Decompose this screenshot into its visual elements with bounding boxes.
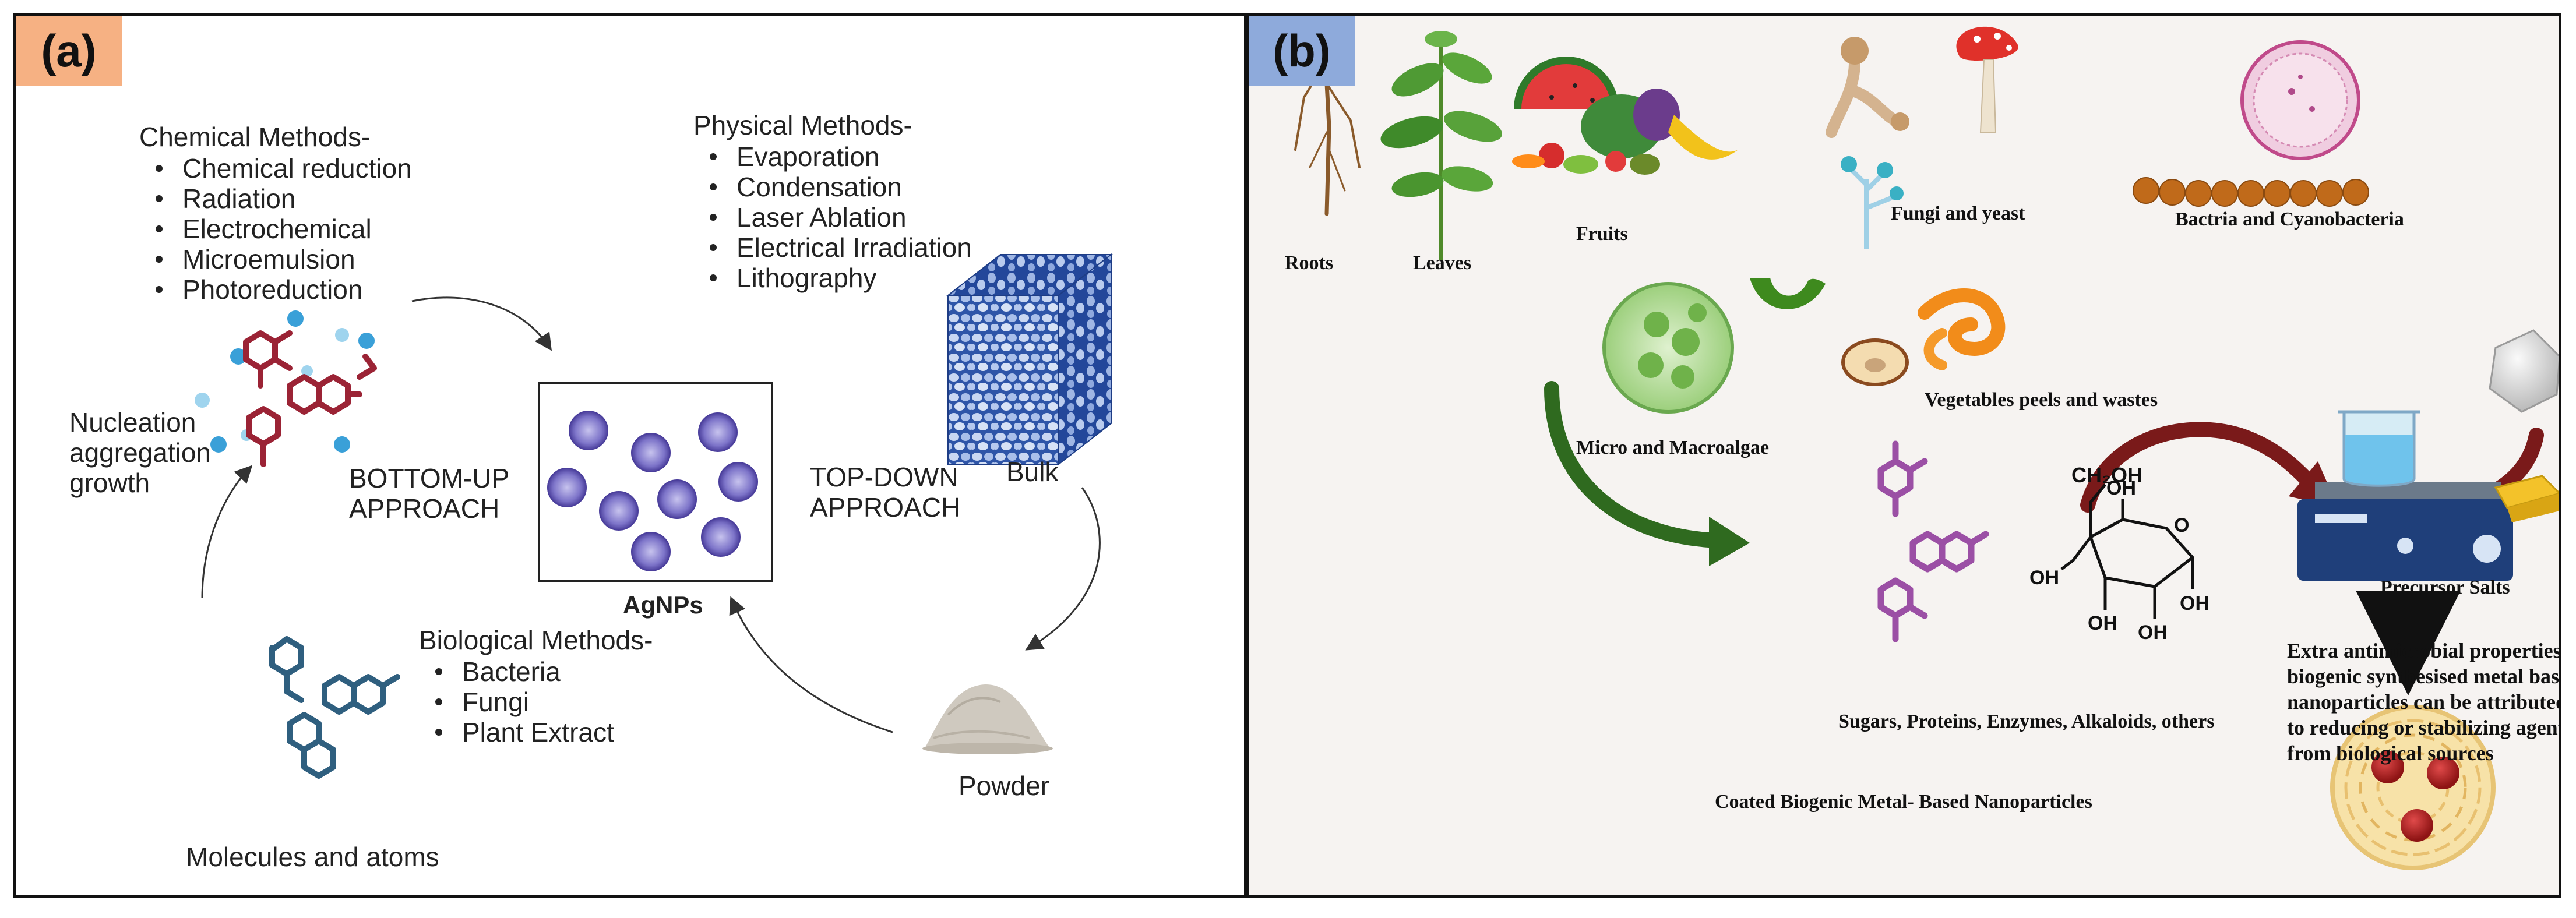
list-item: Fungi bbox=[419, 687, 614, 717]
extra-properties-note: Extra antimicrobial properties of biogen… bbox=[2287, 639, 2561, 765]
glucose-ch2oh: CH₂OH bbox=[2071, 463, 2142, 487]
glucose-structure bbox=[2060, 483, 2194, 619]
physical-methods-title: Physical Methods- bbox=[693, 110, 912, 140]
list-item: Microemulsion bbox=[139, 244, 412, 274]
nanoparticles bbox=[547, 411, 758, 571]
list-item: Photoreduction bbox=[139, 274, 412, 305]
list-item: Condensation bbox=[693, 172, 972, 202]
panel-b: (b) Roots Leaves Fruits Fungi and yeast … bbox=[1246, 13, 2561, 898]
agnps-label: AgNPs bbox=[623, 591, 703, 619]
glucose-oh-4: OH bbox=[2138, 622, 2168, 644]
list-item: Bacteria bbox=[419, 656, 614, 687]
arrow-powder-to-agnps bbox=[729, 596, 893, 733]
bottom-up-molecules bbox=[243, 330, 377, 467]
panel-a-graphics bbox=[195, 253, 1113, 779]
bottom-up-dots bbox=[195, 310, 375, 453]
glucose-oh-2: OH bbox=[2029, 567, 2059, 589]
nucleation-label: Nucleation aggregation growth bbox=[69, 407, 211, 498]
panel-a: (a) Chemical Methods- Chemical reduction… bbox=[13, 13, 1247, 898]
biological-molecules bbox=[269, 636, 400, 779]
list-item: Chemical reduction bbox=[139, 153, 412, 183]
vegetables-label: Vegetables peels and wastes bbox=[1925, 389, 2158, 411]
fruits-label: Fruits bbox=[1576, 223, 1628, 245]
chemical-methods-title: Chemical Methods- bbox=[139, 122, 371, 152]
sugars-label: Sugars, Proteins, Enzymes, Alkaloids, ot… bbox=[1838, 711, 2215, 732]
glucose-oh-5: OH bbox=[2180, 592, 2209, 615]
bacteria-illustration bbox=[2133, 40, 2369, 207]
glucose-oh-3: OH bbox=[2088, 612, 2117, 634]
glucose-ring-o: O bbox=[2174, 514, 2190, 536]
fungi-label: Fungi and yeast bbox=[1891, 203, 2025, 224]
bulk-label: Bulk bbox=[1006, 457, 1059, 487]
glucose-oh-1: OH bbox=[2106, 477, 2136, 499]
list-item: Lithography bbox=[693, 263, 972, 293]
fruits-illustration bbox=[1512, 57, 1738, 175]
algae-illustration bbox=[1602, 278, 1826, 414]
algae-label: Micro and Macroalgae bbox=[1576, 437, 1770, 458]
biological-methods-list: Bacteria Fungi Plant Extract bbox=[419, 656, 614, 747]
maroon-arrow-left bbox=[2080, 422, 2317, 513]
physical-methods-list: Evaporation Condensation Laser Ablation … bbox=[693, 142, 972, 293]
list-item: Electrochemical bbox=[139, 214, 412, 244]
fungi-illustration bbox=[1826, 26, 2018, 249]
bacteria-label: Bactria and Cyanobacteria bbox=[2175, 209, 2404, 230]
list-item: Evaporation bbox=[693, 142, 972, 172]
precursor-salts-illustration bbox=[2489, 329, 2559, 522]
panel-a-tag: (a) bbox=[16, 16, 122, 86]
green-arrow bbox=[1544, 381, 1717, 548]
vegetable-peels-illustration bbox=[1841, 288, 2006, 386]
arrow-bulk-to-powder bbox=[1025, 487, 1101, 651]
powder-label: Powder bbox=[958, 771, 1049, 801]
arrow-molecules-to-nucleation bbox=[201, 465, 253, 599]
list-item: Radiation bbox=[139, 183, 412, 214]
roots-label: Roots bbox=[1285, 252, 1334, 274]
precursor-label: Precursor Salts bbox=[2380, 577, 2510, 598]
arrow-bottomup-to-agnps bbox=[411, 296, 552, 351]
bulk-cube bbox=[946, 253, 1113, 466]
bottom-up-label: BOTTOM-UP APPROACH bbox=[349, 463, 510, 524]
list-item: Plant Extract bbox=[419, 717, 614, 747]
coated-label: Coated Biogenic Metal- Based Nanoparticl… bbox=[1715, 791, 2092, 813]
panel-b-graphics bbox=[1294, 16, 2559, 870]
green-arrow-head bbox=[1709, 517, 1750, 566]
powder-pile bbox=[922, 684, 1053, 754]
magnetic-stirrer-illustration bbox=[2297, 410, 2513, 581]
panel-b-tag: (b) bbox=[1249, 16, 1355, 86]
biological-methods-title: Biological Methods- bbox=[419, 625, 653, 655]
leaves-label: Leaves bbox=[1413, 252, 1472, 274]
purple-molecules bbox=[1877, 440, 1989, 642]
chemical-methods-list: Chemical reduction Radiation Electrochem… bbox=[139, 153, 412, 305]
coated-nanoparticles-illustration bbox=[2330, 705, 2496, 870]
molecules-label: Molecules and atoms bbox=[186, 842, 439, 872]
list-item: Laser Ablation bbox=[693, 202, 972, 232]
list-item: Electrical Irradiation bbox=[693, 232, 972, 263]
leaves-illustration bbox=[1380, 31, 1502, 260]
top-down-label: TOP-DOWN APPROACH bbox=[810, 462, 961, 522]
